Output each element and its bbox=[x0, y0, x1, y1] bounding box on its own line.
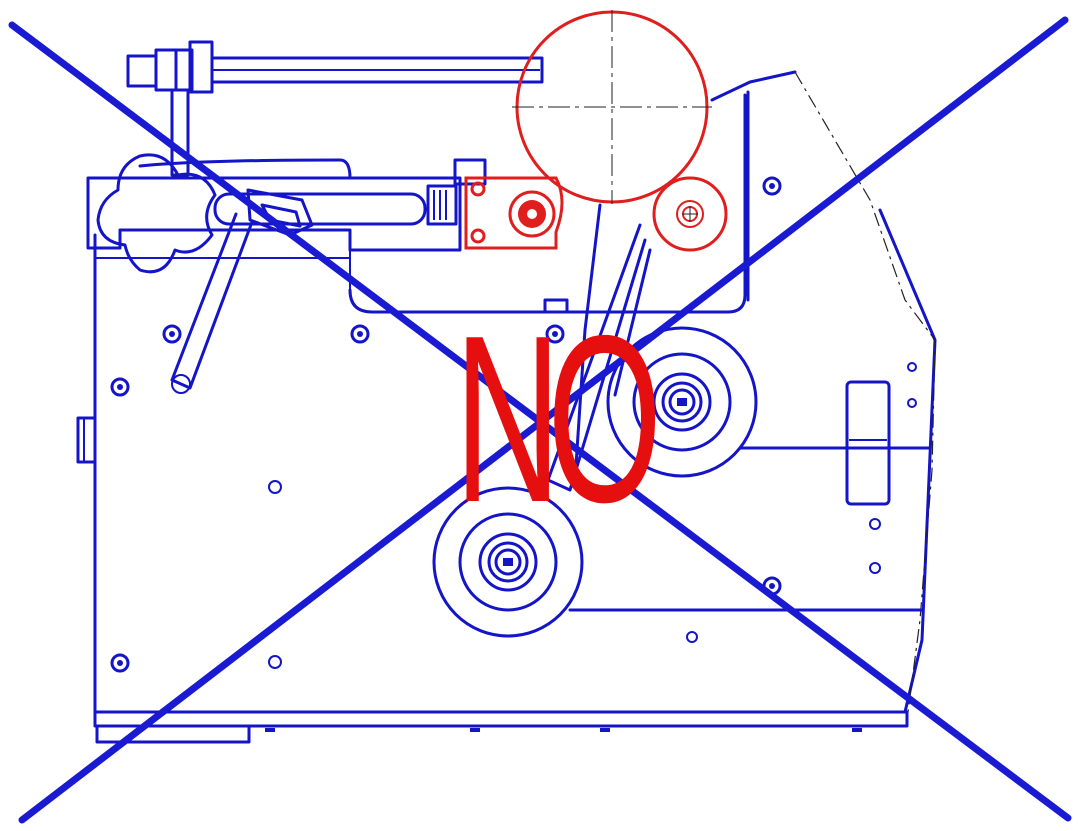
left-lower-roller bbox=[432, 486, 924, 638]
red-roller-assembly bbox=[464, 10, 728, 252]
small-roller bbox=[652, 176, 728, 252]
main-housing bbox=[76, 71, 937, 744]
clamp-bar bbox=[86, 93, 747, 314]
red-bracket bbox=[464, 176, 564, 250]
side-slot bbox=[845, 380, 891, 506]
right-lower-roller bbox=[606, 326, 932, 478]
star-knob bbox=[96, 153, 217, 274]
cross-out-mark bbox=[8, 16, 1072, 824]
lever-handle bbox=[170, 188, 314, 394]
side-latch bbox=[76, 416, 97, 464]
screws bbox=[110, 176, 917, 732]
hidden-outline bbox=[794, 71, 936, 713]
